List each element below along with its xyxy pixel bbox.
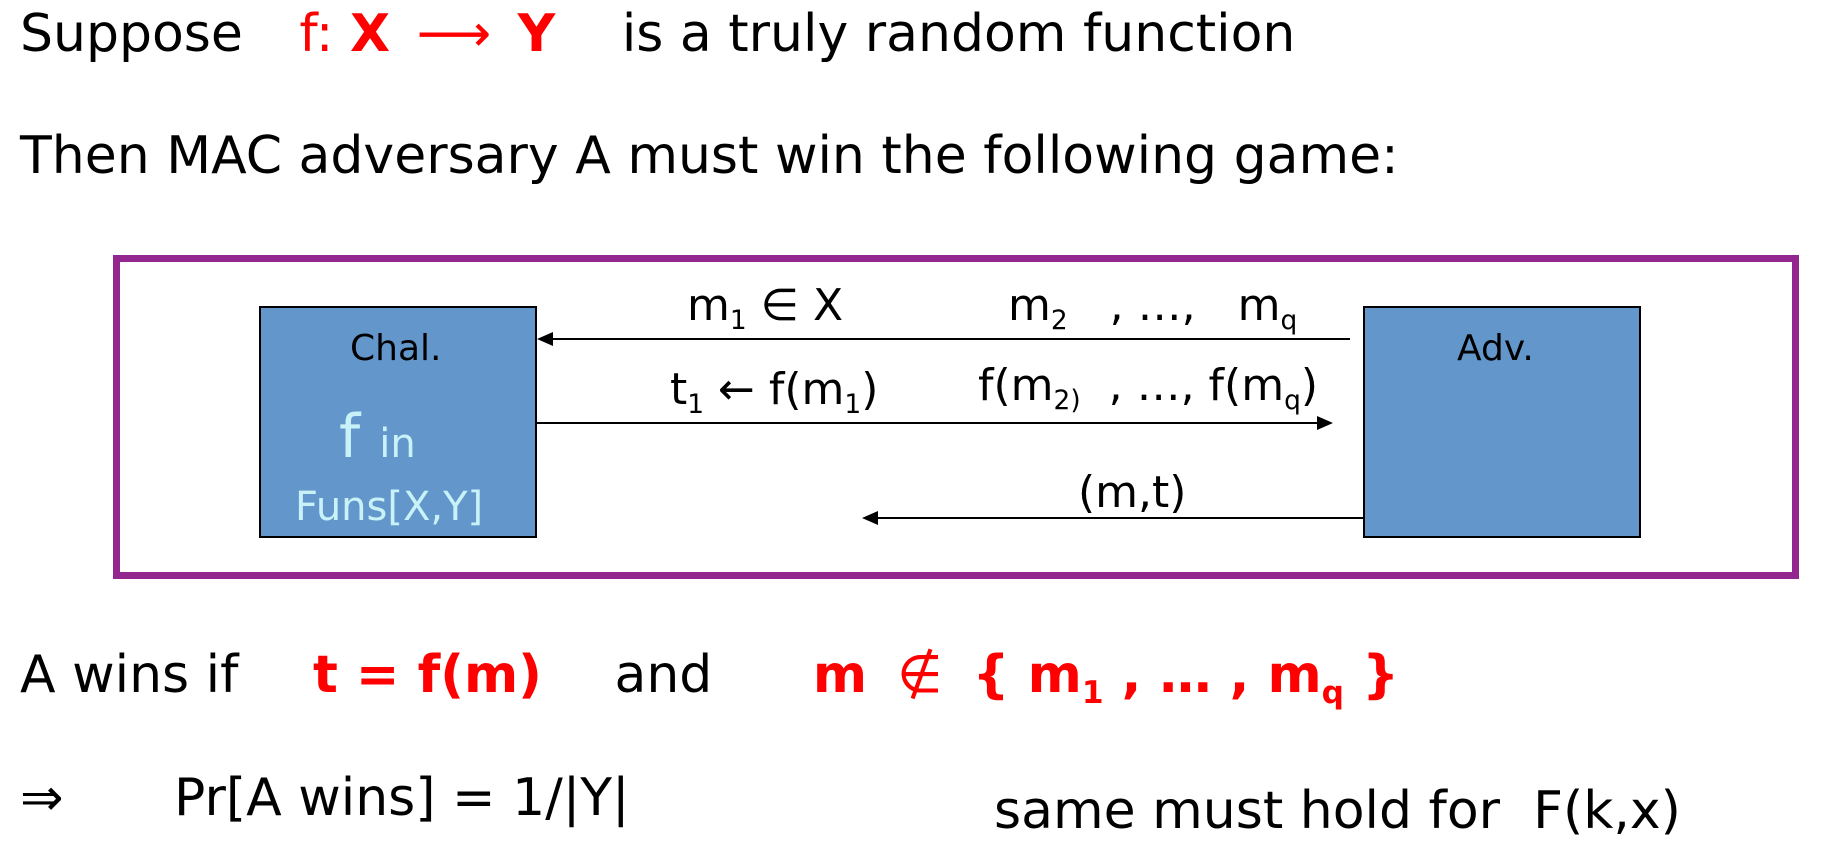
adversary-title: Adv. — [1457, 328, 1534, 369]
f-symbol: f — [339, 402, 361, 472]
query-arrow — [537, 332, 1350, 346]
mapping-arrow: ⟶ — [416, 4, 492, 64]
response-arrow — [537, 416, 1333, 430]
response1-label: t1 ← f(m1) — [670, 364, 879, 421]
queries-rest-label: m2 , …, mq — [1008, 280, 1298, 337]
challenger-title: Chal. — [350, 328, 442, 369]
challenger-f: f in — [339, 402, 416, 472]
line-wins-if: A wins if t = f(m) and m ∉ { m1 , … , mq… — [20, 645, 1400, 711]
wins-if-text: A wins if — [20, 645, 239, 705]
query1-label: m1 ∈ X — [687, 280, 844, 337]
line-suppose: Suppose f: X ⟶ Y is a truly random funct… — [20, 4, 1295, 64]
random-function-text: is a truly random function — [621, 4, 1296, 64]
probability-text: Pr[A wins] = 1/|Y| — [174, 768, 630, 828]
game-frame — [113, 255, 1799, 579]
forgery-arrow — [862, 511, 1363, 525]
funs-label: Funs[X,Y] — [295, 484, 484, 530]
same-must-hold-text: same must hold for F(k,x) — [994, 781, 1681, 841]
codomain-y: Y — [517, 4, 556, 64]
challenger-box: Chal. f in Funs[X,Y] — [259, 306, 537, 538]
and-text: and — [614, 645, 713, 705]
responses-rest-label: f(m2) , …, f(mq) — [978, 360, 1318, 417]
implies-symbol: ⇒ — [20, 768, 64, 828]
not-in-symbol: ∉ — [897, 645, 943, 705]
domain-x: X — [349, 4, 391, 64]
condition-tag: t = f(m) — [312, 645, 542, 705]
line-then: Then MAC adversary A must win the follow… — [20, 126, 1399, 186]
f-label: f: — [299, 4, 334, 64]
f-signature: f: X ⟶ Y — [299, 4, 571, 64]
suppose-text: Suppose — [20, 4, 243, 64]
condition-fresh: m ∉ { m1 , … , mq } — [812, 645, 1400, 711]
in-word: in — [379, 421, 416, 467]
forgery-label: (m,t) — [1078, 467, 1187, 518]
adversary-box: Adv. — [1363, 306, 1641, 538]
